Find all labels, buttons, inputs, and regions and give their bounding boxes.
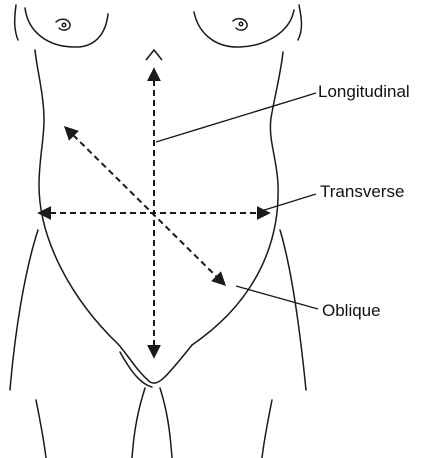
right-breast-outline — [194, 10, 294, 47]
oblique-leader — [236, 286, 318, 309]
left-side-contour — [35, 50, 118, 344]
left-nipple — [56, 19, 70, 30]
left-breast-outline — [25, 8, 108, 47]
oblique-label: Oblique — [322, 302, 381, 319]
torso-outline — [10, 5, 306, 458]
groin-contour — [118, 344, 192, 383]
transverse-label: Transverse — [320, 183, 404, 200]
longitudinal-top-caret — [146, 50, 162, 60]
oblique-arrow — [66, 128, 224, 284]
right-side-contour — [192, 52, 283, 345]
longitudinal-leader — [156, 93, 316, 142]
longitudinal-label: Longitudinal — [318, 83, 410, 100]
right-nipple — [233, 19, 247, 30]
transverse-leader — [258, 194, 316, 212]
